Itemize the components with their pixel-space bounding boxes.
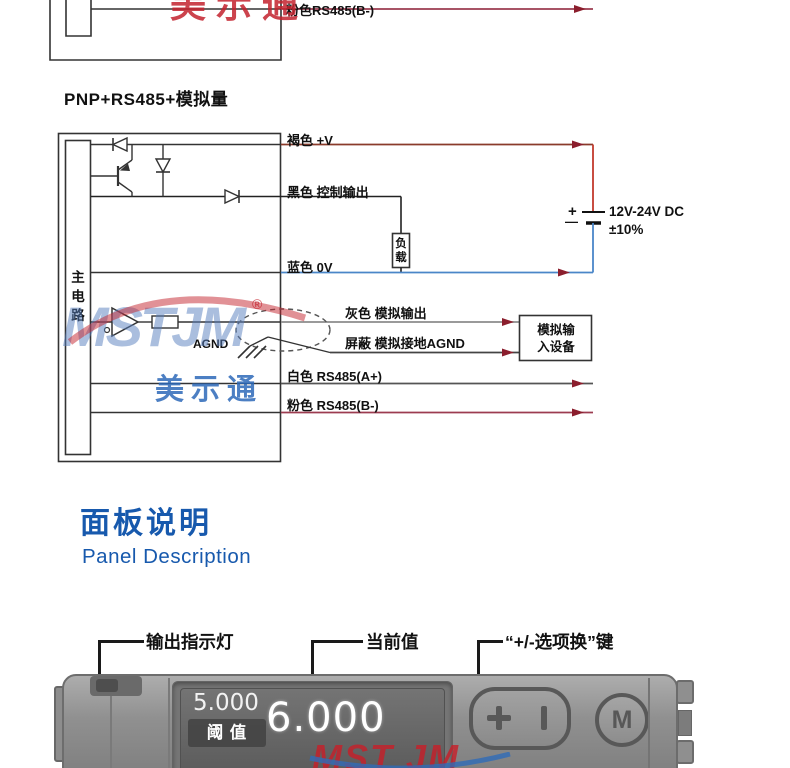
wire-label-zero-v: 蓝色 0V bbox=[287, 260, 333, 275]
wire-label-control-out: 黑色 控制输出 bbox=[287, 185, 369, 200]
callout-current-value: 当前值 bbox=[366, 632, 419, 652]
leader-keys-vertical bbox=[477, 640, 480, 706]
plus-icon-vertical bbox=[496, 706, 502, 730]
leader-led-horizontal bbox=[98, 640, 144, 643]
display-threshold-label: 阈 值 bbox=[206, 724, 248, 742]
hinge-tab-top bbox=[676, 680, 694, 704]
device-seam-left bbox=[110, 678, 112, 768]
display-threshold-chip bbox=[188, 719, 266, 747]
leader-led-vertical bbox=[98, 640, 101, 694]
analog-device-line2: 入设备 bbox=[537, 340, 575, 354]
wire-label-shield: 屏蔽 模拟接地AGND bbox=[345, 336, 465, 351]
leader-value-vertical bbox=[311, 640, 314, 702]
wiring-diagram-title: PNP+RS485+模拟量 bbox=[64, 90, 229, 109]
callout-option-keys: “+/-选项换”键 bbox=[505, 632, 614, 652]
device-seam-left2 bbox=[168, 678, 170, 768]
load-box-label: 负载 bbox=[395, 238, 407, 264]
power-voltage-text: 12V-24V DC bbox=[609, 204, 685, 219]
main-circuit-label: 主电路 bbox=[71, 270, 85, 323]
power-minus-sign: — bbox=[565, 214, 578, 229]
mode-key-label: M bbox=[611, 706, 633, 734]
hinge-tab-bottom bbox=[676, 740, 694, 764]
device-seam-right bbox=[648, 678, 650, 768]
plus-option-key bbox=[469, 687, 571, 750]
power-plus-sign: + bbox=[568, 203, 577, 220]
display-threshold-value: 5.000 bbox=[193, 690, 259, 716]
wire-label-analog-out: 灰色 模拟输出 bbox=[345, 306, 427, 321]
callout-output-led: 输出指示灯 bbox=[146, 632, 234, 652]
mode-key: M bbox=[595, 693, 649, 747]
agnd-label: AGND bbox=[193, 337, 229, 351]
section-heading-cn: 面板说明 bbox=[80, 507, 212, 540]
power-tolerance-text: ±10% bbox=[609, 222, 644, 237]
output-led bbox=[96, 679, 118, 692]
leader-value-horizontal bbox=[311, 640, 363, 643]
display-current-value: 6.000 bbox=[266, 695, 386, 741]
wire-label-rs485b: 粉色 RS485(B-) bbox=[287, 398, 379, 413]
top-wire-label-rs485b: 粉色RS485(B-) bbox=[286, 3, 375, 18]
option-bar-icon bbox=[541, 706, 547, 730]
wire-label-v-plus: 褐色 +V bbox=[287, 133, 333, 148]
analog-device-box-label: 模拟输 入设备 bbox=[520, 322, 592, 356]
hinge-pin bbox=[678, 710, 692, 736]
wire-label-rs485a: 白色 RS485(A+) bbox=[287, 369, 382, 384]
leader-keys-horizontal bbox=[477, 640, 503, 643]
section-heading-en: Panel Description bbox=[82, 545, 252, 568]
analog-device-line1: 模拟输 bbox=[537, 323, 575, 337]
